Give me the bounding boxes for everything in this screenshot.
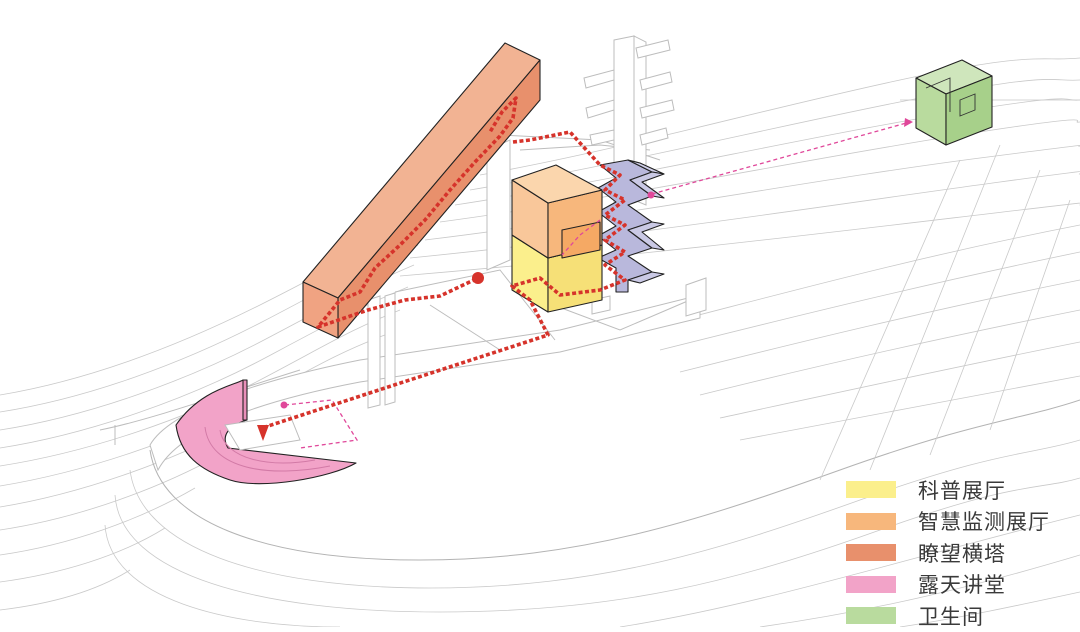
- legend-label: 智慧监测展厅: [918, 510, 1050, 535]
- visitor-route: [257, 96, 627, 441]
- legend-item-observation-tower: 瞭望横塔: [846, 537, 1076, 569]
- legend-label: 科普展厅: [918, 478, 1006, 503]
- legend-item-monitoring-hall: 智慧监测展厅: [846, 506, 1076, 538]
- structure-frames: [367, 134, 707, 409]
- legend-swatch: [846, 575, 896, 593]
- amphitheater: [175, 379, 357, 485]
- start-point-dot: [472, 272, 484, 284]
- legend: 科普展厅 智慧监测展厅 瞭望横塔 露天讲堂 卫生间: [846, 474, 1076, 632]
- terrain-contours: [0, 57, 1080, 627]
- restroom-cube: [915, 59, 993, 146]
- legend-swatch: [846, 544, 896, 562]
- legend-swatch: [846, 607, 896, 625]
- stair-volume: [597, 159, 665, 293]
- legend-item-science-hall: 科普展厅: [846, 474, 1076, 506]
- legend-label: 瞭望横塔: [918, 541, 1006, 566]
- secondary-routes: [280, 118, 913, 449]
- legend-item-restroom: 卫生间: [846, 600, 1076, 632]
- legend-item-amphitheater: 露天讲堂: [846, 569, 1076, 601]
- exhibition-volumes: [511, 164, 603, 313]
- legend-swatch: [846, 512, 896, 530]
- legend-label: 卫生间: [918, 604, 984, 629]
- legend-label: 露天讲堂: [918, 573, 1006, 598]
- legend-swatch: [846, 481, 896, 499]
